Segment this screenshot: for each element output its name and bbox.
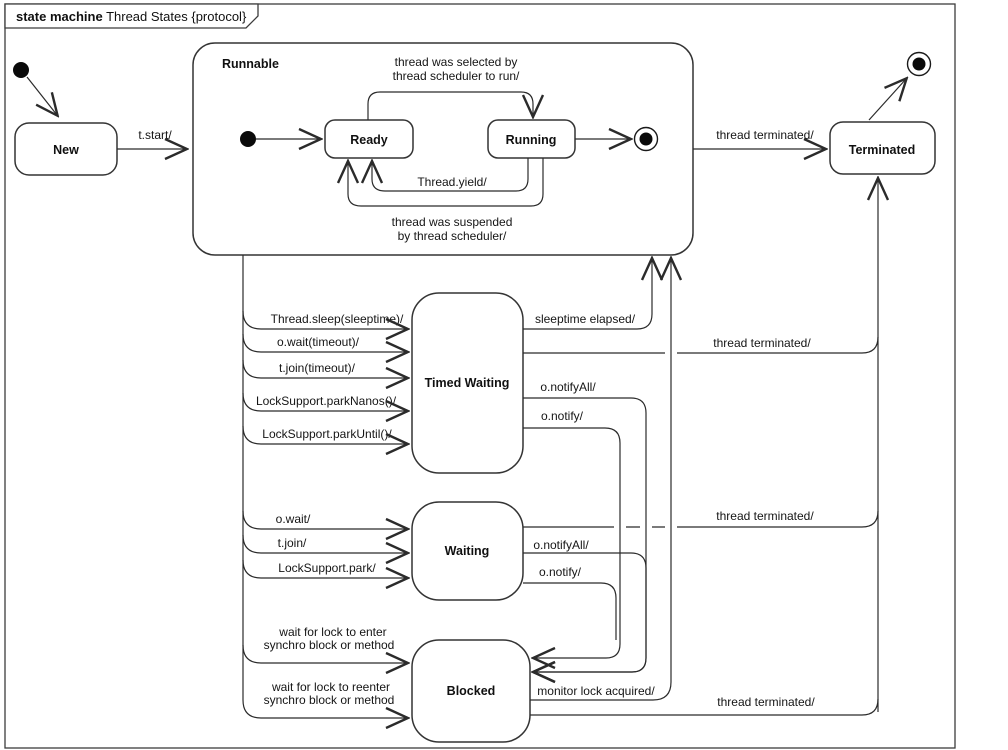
label-lock-support-park: LockSupport.park/ [278,561,376,575]
transition-sleep [242,310,407,329]
transition-lock-support-park [242,559,407,578]
transition-waiting-terminated [523,510,879,528]
transition-tw-notify [523,427,621,658]
label-thread-terminated-tw: thread terminated/ [713,336,811,350]
diagram-frame [4,3,956,749]
transition-ready-to-running [367,91,533,120]
transition-park-until [242,425,407,444]
label-o-wait-timeout: o.wait(timeout)/ [277,335,360,349]
label-thread-yield: Thread.yield/ [417,175,487,189]
transition-sleeptime-elapsed [523,259,652,330]
label-selected-line2: thread scheduler to run/ [393,69,520,83]
transition-initial-to-new [26,76,57,115]
state-runnable-label: Runnable [222,57,279,71]
state-new-label: New [53,143,79,157]
state-timed-waiting[interactable] [411,292,524,474]
state-blocked[interactable] [411,639,531,743]
label-wait-reenter-line1: wait for lock to reenter [271,680,390,694]
transition-tw-notify-all [523,397,647,672]
state-blocked-label: Blocked [447,684,496,698]
label-tw-notify-all: o.notifyAll/ [540,380,596,394]
transition-waiting-notify-all [523,552,647,672]
transition-o-wait [242,510,407,529]
diagram-title-keyword: state machine [16,9,103,24]
state-waiting[interactable] [411,501,524,601]
diagram-title: state machine Thread States {protocol} [16,9,247,24]
label-monitor-lock-acquired: monitor lock acquired/ [537,684,655,698]
label-park-nanos: LockSupport.parkNanos()/ [256,394,397,408]
diagram-title-name: Thread States {protocol} [103,9,247,24]
label-wait-reenter-line2: synchro block or method [264,693,395,707]
label-thread-terminated-blocked: thread terminated/ [717,695,815,709]
state-terminated-label: Terminated [849,143,915,157]
label-wait-enter-line1: wait for lock to enter [278,625,386,639]
transition-blocked-terminated [530,698,879,716]
state-terminated[interactable] [829,121,936,175]
transition-running-to-ready-yield [372,158,529,192]
label-selected-line1: thread was selected by [395,55,518,69]
label-waiting-notify-all: o.notifyAll/ [533,538,589,552]
label-t-start: t.start/ [138,128,172,142]
state-waiting-label: Waiting [445,544,490,558]
transition-tw-terminated [523,336,879,354]
label-wait-enter-line2: synchro block or method [264,638,395,652]
transition-t-join-timeout [242,359,407,378]
transition-monitor-lock-acquired [530,259,671,701]
transition-park-nanos [242,392,407,411]
transition-wait-enter-lock [242,644,407,663]
label-thread-sleep: Thread.sleep(sleeptime)/ [271,312,404,326]
label-waiting-notify: o.notify/ [539,565,582,579]
runnable-initial-state-icon [240,131,256,147]
transition-t-join [242,534,407,553]
label-thread-terminated-waiting: thread terminated/ [716,509,814,523]
label-thread-terminated-top: thread terminated/ [716,128,814,142]
label-suspended-line1: thread was suspended [392,215,513,229]
label-t-join-timeout: t.join(timeout)/ [279,361,356,375]
diagram-title-tab [4,3,259,29]
label-o-wait: o.wait/ [276,512,311,526]
transition-wait-reenter-lock [242,699,407,718]
label-sleeptime-elapsed: sleeptime elapsed/ [535,312,636,326]
label-tw-notify: o.notify/ [541,409,584,423]
label-suspended-line2: by thread scheduler/ [398,229,507,243]
transition-terminated-to-final [868,79,906,121]
state-ready[interactable] [324,119,414,159]
label-t-join: t.join/ [278,536,307,550]
transition-running-to-ready-suspended [348,158,544,207]
transition-waiting-notify [523,582,617,640]
state-running-label: Running [506,133,557,147]
state-ready-label: Ready [350,133,388,147]
transition-o-wait-timeout [242,333,407,352]
initial-state-icon [13,62,29,78]
state-timed-waiting-label: Timed Waiting [425,376,510,390]
label-park-until: LockSupport.parkUntil()/ [262,427,392,441]
